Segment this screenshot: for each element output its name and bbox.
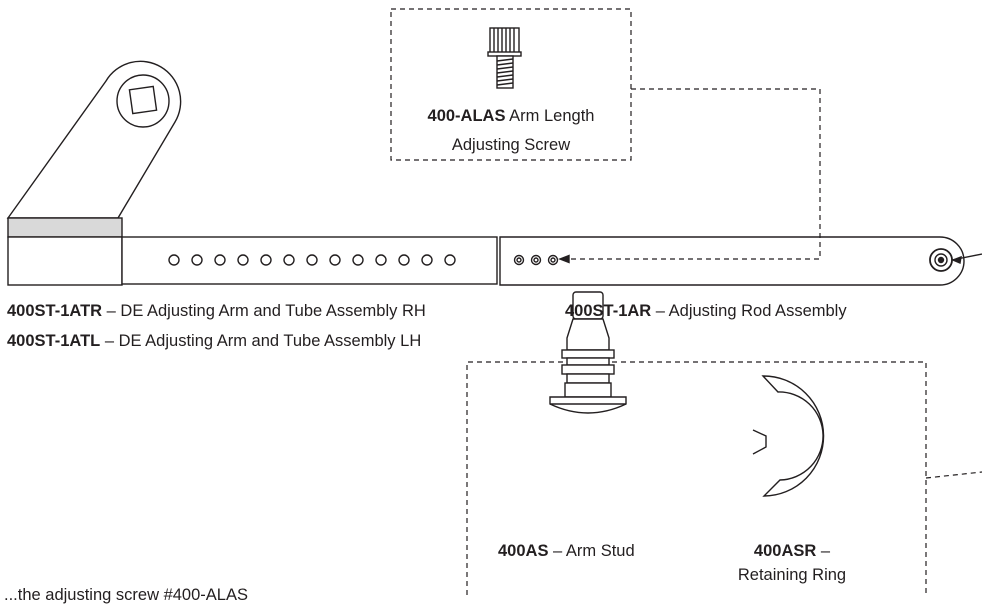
as-code: 400AS <box>498 542 549 560</box>
footer-partial-text: ...the adjusting screw #400-ALAS <box>4 586 248 604</box>
adjusting-screw <box>487 27 522 89</box>
as-label: 400AS – Arm Stud <box>498 539 635 563</box>
alas-code: 400-ALAS <box>427 107 506 125</box>
asr-label-line2: Retaining Ring <box>737 566 847 584</box>
atl-desc: – DE Adjusting Arm and Tube Assembly LH <box>100 332 422 350</box>
alas-leader <box>570 88 821 260</box>
atr-label: 400ST-1ATR – DE Adjusting Arm and Tube A… <box>7 299 426 323</box>
stud-leader <box>925 471 982 479</box>
ar-label: 400ST-1AR – Adjusting Rod Assembly <box>565 299 847 323</box>
asr-desc: – <box>816 542 831 560</box>
alas-leader-arrow <box>558 254 570 264</box>
callout-frames <box>390 8 982 595</box>
as-desc: – Arm Stud <box>548 542 635 560</box>
asr-label-line1: 400ASR – <box>732 539 852 563</box>
arm-stud <box>549 291 627 414</box>
stud-callout-box <box>466 361 927 595</box>
arm-band <box>7 217 123 238</box>
adjusting-tube <box>121 236 498 285</box>
retaining-ring <box>752 375 825 497</box>
alas-name-1: Arm Length <box>509 107 595 125</box>
arm-block <box>7 236 123 286</box>
adjusting-arm <box>6 60 182 286</box>
arm-pivot-ring <box>116 74 170 128</box>
adjusting-rod <box>499 236 982 286</box>
alas-label-line1: 400-ALAS Arm Length <box>398 104 624 128</box>
square-socket <box>128 85 158 115</box>
alas-label-line2: Adjusting Screw <box>451 136 571 154</box>
atr-code: 400ST-1ATR <box>7 302 103 320</box>
atl-code: 400ST-1ATL <box>7 332 101 350</box>
ar-desc: – Adjusting Rod Assembly <box>651 302 847 320</box>
ar-code: 400ST-1AR <box>565 302 652 320</box>
asr-code: 400ASR <box>753 542 817 560</box>
alas-callout-box <box>390 8 632 161</box>
atr-desc: – DE Adjusting Arm and Tube Assembly RH <box>102 302 426 320</box>
atl-label: 400ST-1ATL – DE Adjusting Arm and Tube A… <box>7 329 421 353</box>
